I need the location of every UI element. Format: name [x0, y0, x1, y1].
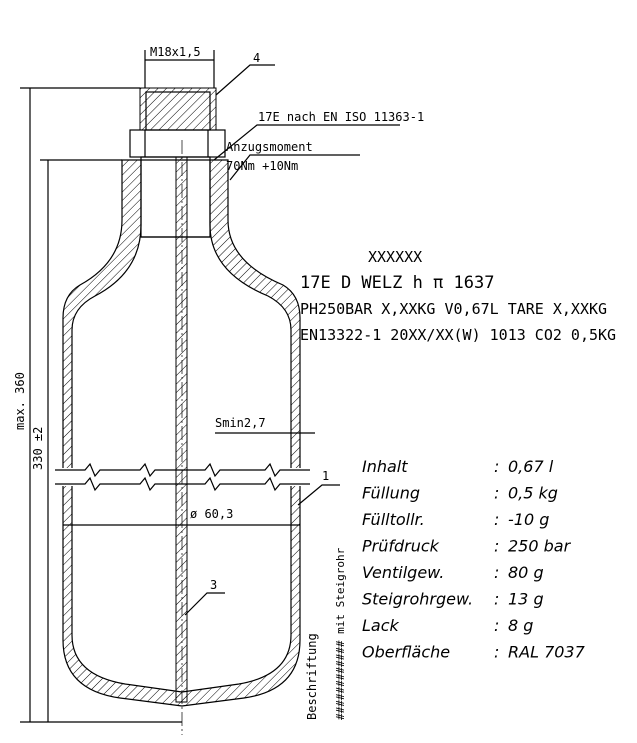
spec-key: Inhalt	[362, 457, 408, 476]
spec-key: Fülltollr.	[362, 510, 425, 529]
spec-key: Oberfläche	[362, 643, 450, 662]
spec-colon: :	[494, 510, 499, 529]
spec-value: 80 g	[508, 563, 544, 582]
stamp-line: PH250BAR X,XXKG V0,67L TARE X,XXKG	[300, 300, 607, 318]
bottle-wall	[62, 159, 301, 707]
spec-key: Füllung	[362, 484, 420, 503]
spec-key: Ventilgew.	[362, 563, 444, 582]
stamp-line: 17E D WELZ h π 1637	[300, 273, 494, 293]
part-1-label: 1	[322, 469, 329, 483]
thread-label: M18x1,5	[150, 45, 201, 59]
stamp-line: XXXXXX	[368, 248, 422, 266]
spec-colon: :	[494, 590, 499, 609]
spec-value: 0,67 l	[508, 457, 554, 476]
spec-colon: :	[494, 484, 499, 503]
spec-value: 13 g	[508, 590, 544, 609]
max-height-label: max. 360	[13, 372, 27, 430]
wall-thickness-label: Smin2,7	[215, 416, 266, 430]
stamp-text: XXXXXX 17E D WELZ h π 1637 PH250BAR X,XX…	[300, 248, 616, 344]
dip-tube	[175, 156, 188, 703]
valve-label: 17E nach EN ISO 11363-1	[258, 110, 424, 124]
stamp-line: EN13322-1 20XX/XX(W) 1013 CO2 0,5KG	[300, 326, 616, 344]
spec-colon: :	[494, 537, 499, 556]
hex-nut	[129, 129, 226, 158]
spec-colon: :	[494, 563, 499, 582]
spec-key: Steigrohrgew.	[362, 590, 473, 609]
spec-colon: :	[494, 616, 499, 635]
spec-value: -10 g	[508, 510, 549, 529]
spec-key: Lack	[362, 616, 400, 635]
spec-value: RAL 7037	[508, 643, 586, 662]
spec-value: 8 g	[508, 616, 533, 635]
spec-value: 0,5 kg	[508, 484, 558, 503]
torque-value: 70Nm +10Nm	[226, 159, 298, 173]
part-4-label: 4	[253, 51, 260, 65]
diameter-label: ø 60,3	[190, 507, 233, 521]
spec-value: 250 bar	[508, 537, 572, 556]
part-3-label: 3	[210, 578, 217, 592]
valve-cap	[139, 87, 217, 131]
spec-key: Prüfdruck	[362, 537, 440, 556]
height-label: 330 ±2	[31, 427, 45, 470]
spec-colon: :	[494, 643, 499, 662]
spec-colon: :	[494, 457, 499, 476]
marking-text: ############ mit Steigrohr	[334, 547, 347, 720]
marking-label: Beschriftung	[305, 633, 319, 720]
torque-title: Anzugsmoment	[226, 140, 313, 154]
